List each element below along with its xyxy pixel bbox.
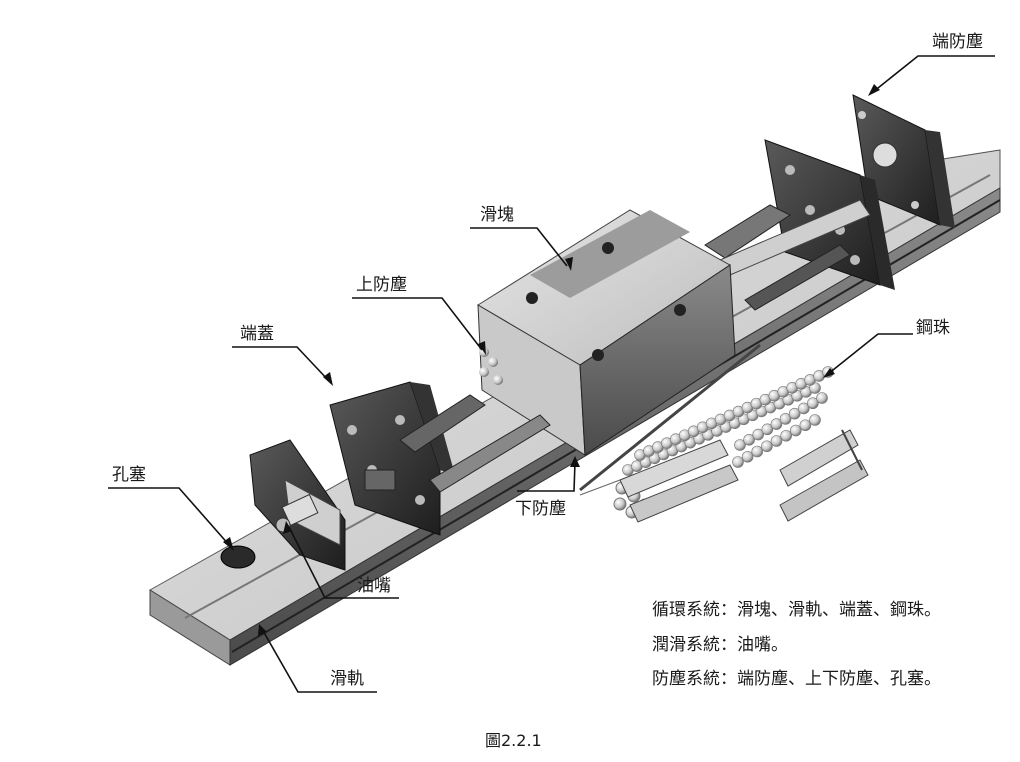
leader-end-cap <box>232 346 330 382</box>
steel-ball <box>752 428 765 441</box>
steel-ball <box>732 456 744 468</box>
leader-grease-nipple <box>288 526 399 599</box>
steel-ball <box>780 429 792 442</box>
label-steel-ball: 鋼珠 <box>916 318 950 338</box>
bottom-seal-shape <box>579 343 761 492</box>
steel-ball <box>770 435 783 447</box>
figure-caption: 圖2.2.1 <box>485 731 542 750</box>
steel-ball <box>743 433 755 446</box>
label-bottom-seal: 下防塵 <box>515 499 566 519</box>
leader-top-seal <box>352 297 483 351</box>
leader-hole-plug <box>108 487 231 547</box>
hole-plug-shape <box>220 545 256 569</box>
steel-ball <box>799 419 812 432</box>
legend-circulation: 循環系統：滑塊、滑軌、端蓋、鋼珠。 <box>652 600 941 620</box>
block-shape <box>477 209 736 456</box>
rear-end-cap-shape <box>764 139 895 290</box>
legend-dustproof: 防塵系統：端防塵、上下防塵、孔塞。 <box>652 669 941 689</box>
steel-ball <box>807 397 819 410</box>
legend-lubrication: 潤滑系統：油嘴。 <box>652 635 788 655</box>
steel-ball <box>770 418 783 430</box>
label-grease-nipple: 油嘴 <box>357 576 391 596</box>
steel-ball <box>789 424 802 437</box>
leader-end-seal-right <box>872 55 995 93</box>
steel-ball <box>788 407 801 420</box>
steel-ball <box>779 413 792 425</box>
rear-retainers-shape <box>704 199 871 311</box>
leader-rail <box>261 628 377 693</box>
leader-block <box>470 227 568 267</box>
leader-bottom-seal <box>517 461 576 492</box>
label-hole-plug: 孔塞 <box>112 465 146 485</box>
steel-ball <box>761 423 774 436</box>
label-top-seal: 上防塵 <box>356 275 407 295</box>
steel-ball <box>797 402 810 415</box>
ball-retainer-tubes-shape <box>579 429 869 523</box>
label-end-cap: 端蓋 <box>240 324 274 344</box>
leader-lines <box>108 55 995 693</box>
arrowheads <box>223 84 880 636</box>
steel-ball <box>741 450 754 463</box>
steel-ball <box>809 414 821 426</box>
front-retainers-shape <box>399 394 551 493</box>
steel-ball <box>751 445 764 458</box>
label-rail: 滑軌 <box>330 669 364 689</box>
leader-steel-ball <box>827 333 913 375</box>
steel-balls-shape <box>613 366 834 519</box>
steel-ball <box>761 440 773 453</box>
steel-ball <box>734 439 746 451</box>
label-end-seal-right: 端防塵 <box>932 32 983 52</box>
steel-ball <box>613 497 627 511</box>
steel-ball <box>816 392 828 404</box>
label-block: 滑塊 <box>480 205 514 225</box>
